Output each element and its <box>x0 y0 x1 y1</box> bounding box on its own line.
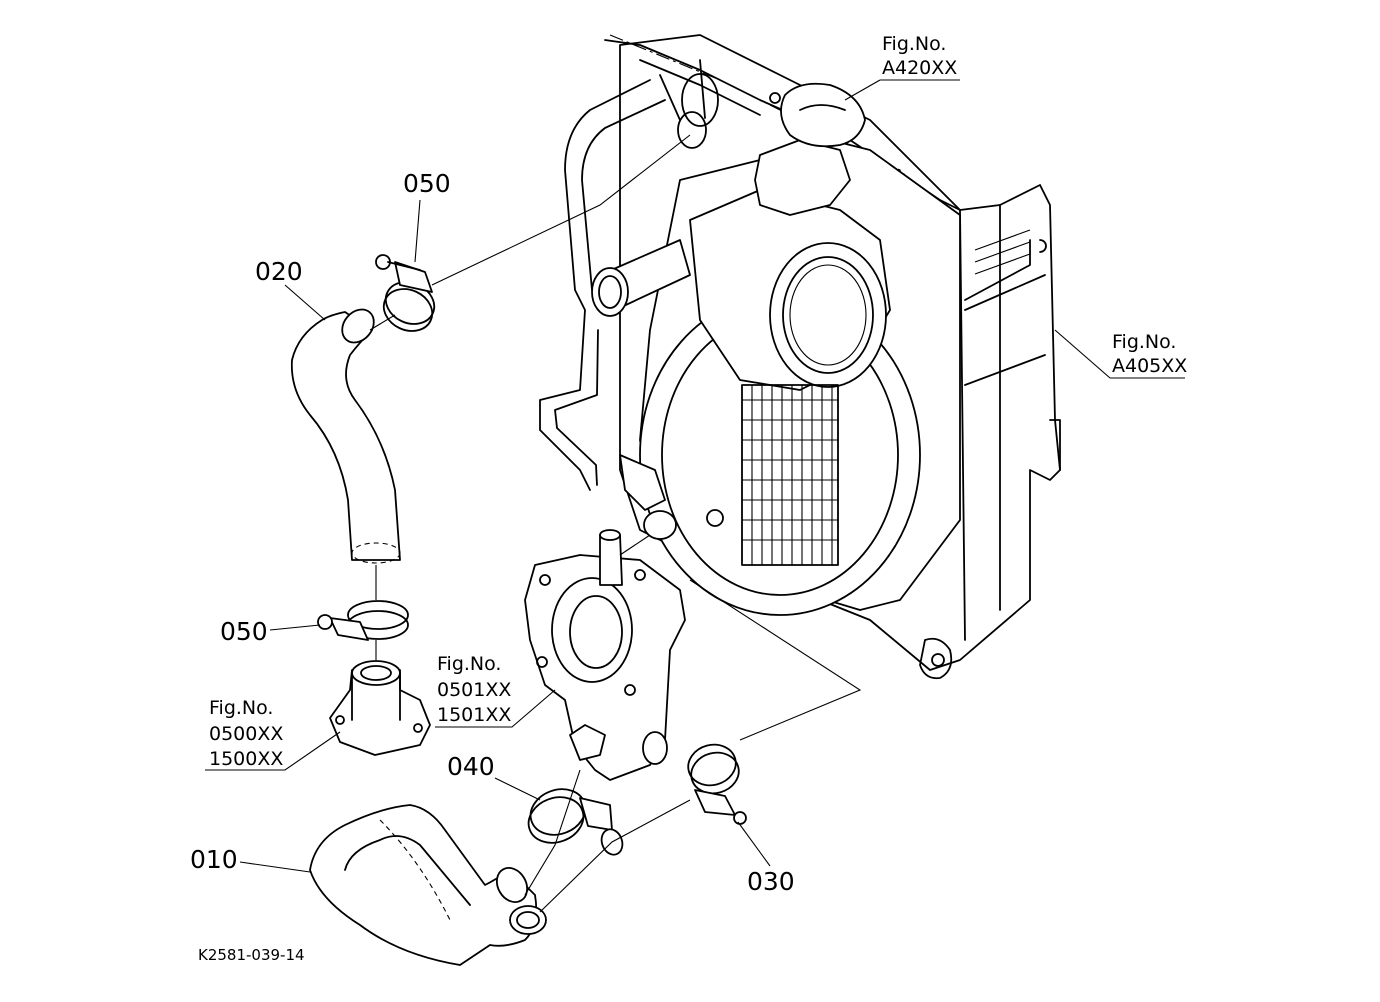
label-010: 010 <box>190 845 238 874</box>
fig-ref-thermostat-code-1: 0500XX <box>209 723 283 745</box>
figure-references: Fig.No. A420XX Fig.No. A405XX Fig.No. 05… <box>209 33 1187 770</box>
fig-ref-cap-prefix: Fig.No. <box>882 33 946 55</box>
radiator-core-grille <box>741 384 839 566</box>
label-020: 020 <box>255 257 303 286</box>
fig-ref-radiator-prefix: Fig.No. <box>1112 331 1176 353</box>
radiator-assembly <box>539 34 1061 680</box>
label-050-bottom: 050 <box>220 617 268 646</box>
drawing-code: K2581-039-14 <box>198 946 305 964</box>
thermostat-housing <box>329 660 431 756</box>
fig-ref-radiator-code: A405XX <box>1112 355 1187 377</box>
upper-hose-020 <box>290 308 401 564</box>
lower-hose-010 <box>309 804 547 966</box>
fig-ref-pump-prefix: Fig.No. <box>437 653 501 675</box>
label-040: 040 <box>447 752 495 781</box>
fig-ref-pump-code-2: 1501XX <box>437 704 511 726</box>
hose-clamp-040 <box>527 788 624 856</box>
label-050-top: 050 <box>403 169 451 198</box>
callout-labels: 050 020 050 040 010 030 <box>190 169 795 896</box>
hose-clamp-050-top <box>375 254 436 332</box>
hose-clamp-050-bottom <box>317 600 409 641</box>
fig-ref-thermostat-code-2: 1500XX <box>209 748 283 770</box>
fig-ref-pump-code-1: 0501XX <box>437 679 511 701</box>
hose-clamp-030 <box>687 743 747 825</box>
label-030: 030 <box>747 867 795 896</box>
water-pump <box>524 529 686 781</box>
radiator-cap <box>754 82 866 216</box>
fig-ref-thermostat-prefix: Fig.No. <box>209 697 273 719</box>
fig-ref-cap-code: A420XX <box>882 57 957 79</box>
assembly-lines <box>205 79 1185 913</box>
